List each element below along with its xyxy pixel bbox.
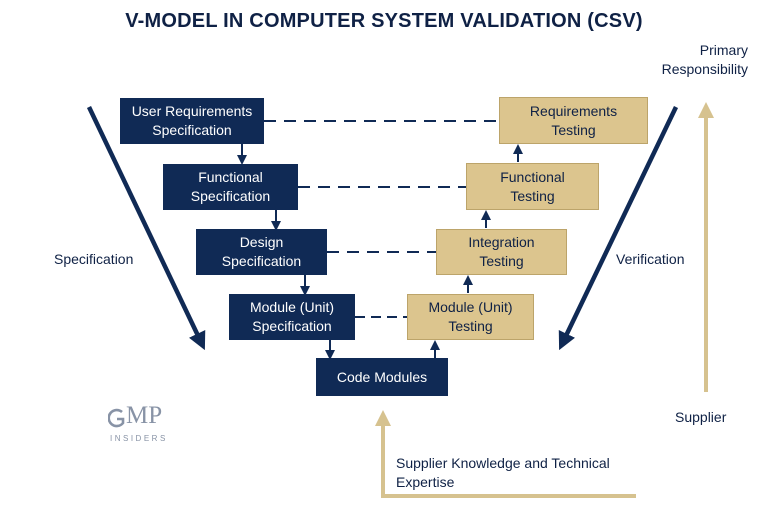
supplier-label: Supplier	[675, 409, 727, 425]
module-unit-specification-box: Module (Unit) Specification	[229, 294, 355, 340]
code-modules-box: Code Modules	[316, 358, 448, 396]
verification-label: Verification	[616, 251, 685, 267]
design-specification-box: Design Specification	[196, 229, 327, 275]
logo-subtitle: INSIDERS	[110, 434, 168, 443]
logo-g-icon	[108, 408, 125, 428]
supplier-knowledge-arrow	[375, 410, 636, 498]
specification-diagonal-arrow	[86, 106, 206, 351]
logo-mark: MP	[126, 402, 163, 429]
specification-label: Specification	[54, 251, 134, 267]
functional-testing-box: Functional Testing	[466, 163, 599, 210]
primary-responsibility-label: Primary Responsibility	[661, 42, 748, 77]
page-title: V-MODEL IN COMPUTER SYSTEM VALIDATION (C…	[125, 10, 643, 32]
requirements-testing-box: Requirements Testing	[499, 97, 648, 144]
gmp-insiders-logo: MP INSIDERS	[106, 402, 170, 448]
functional-specification-box: Functional Specification	[163, 164, 298, 210]
integration-testing-box: Integration Testing	[436, 229, 567, 275]
module-unit-testing-box: Module (Unit) Testing	[407, 294, 534, 340]
supplier-knowledge-label: Supplier Knowledge and Technical Experti…	[396, 455, 610, 490]
verification-diagonal-arrow	[558, 106, 679, 351]
user-requirements-specification-box: User Requirements Specification	[120, 98, 264, 144]
